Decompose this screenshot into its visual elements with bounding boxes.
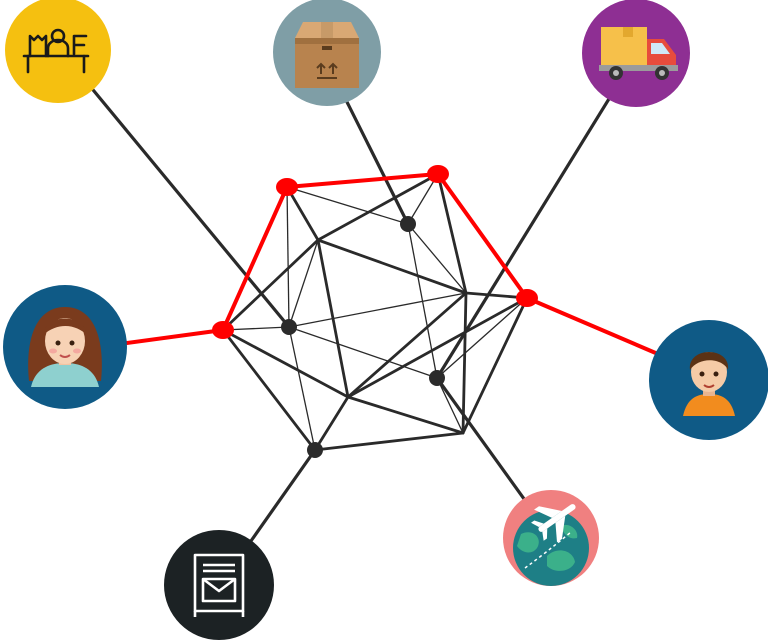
actor-delivery-truck xyxy=(582,0,690,107)
woman-avatar-icon xyxy=(28,307,102,387)
hub-node xyxy=(429,370,445,386)
man-avatar-icon xyxy=(683,352,735,416)
actor-package xyxy=(273,0,381,106)
globe-airplane-icon xyxy=(513,504,589,586)
hub-node xyxy=(281,319,297,335)
actor-parcel-locker xyxy=(164,530,274,640)
shop-counter-icon xyxy=(22,28,90,74)
truck-icon xyxy=(599,27,678,80)
red-node xyxy=(212,321,234,339)
link-man-user xyxy=(526,296,666,359)
hub-node xyxy=(307,442,323,458)
highlight-path xyxy=(104,172,666,359)
red-node xyxy=(276,178,298,196)
mesh-inner-edges xyxy=(222,173,528,451)
red-nodes xyxy=(212,165,538,339)
actor-woman-user xyxy=(3,285,127,409)
actor-man-user xyxy=(649,320,768,440)
actor-air-freight xyxy=(503,490,599,586)
cardboard-box-icon xyxy=(295,22,359,88)
red-node xyxy=(427,165,449,183)
hub-node xyxy=(400,216,416,232)
link-delivery-truck xyxy=(435,67,630,379)
mesh-outer-edges xyxy=(221,172,529,452)
hub-nodes xyxy=(281,216,445,458)
actor-retail-store xyxy=(5,0,111,103)
red-node xyxy=(516,289,538,307)
link-retail-store xyxy=(68,60,291,329)
mailbox-icon xyxy=(193,553,245,617)
